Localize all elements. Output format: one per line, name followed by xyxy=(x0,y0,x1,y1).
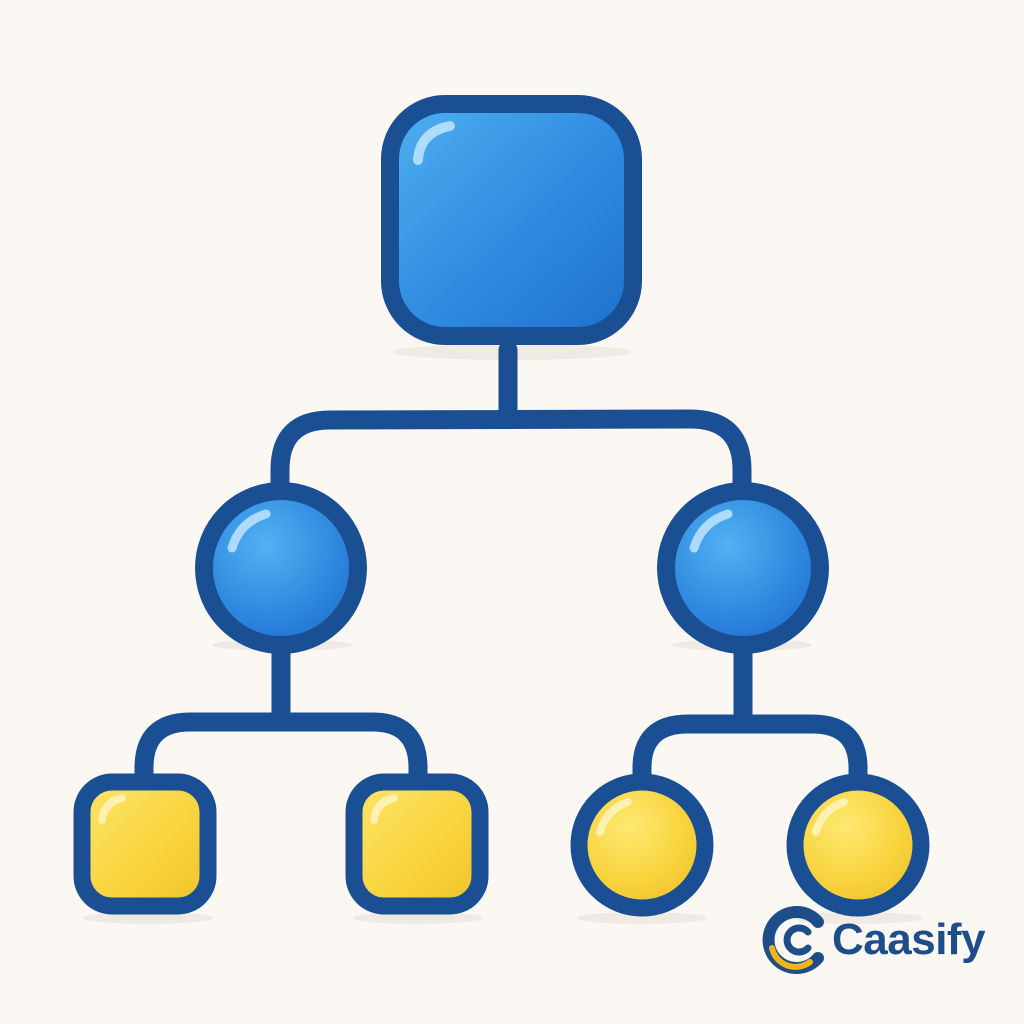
leaf-circle-2 xyxy=(786,773,930,917)
right-child-node xyxy=(657,482,829,654)
brand-watermark: Caasify xyxy=(758,900,986,980)
connector-root-to-level1 xyxy=(270,340,752,502)
connector-left-to-leaves xyxy=(134,635,428,790)
leaf-square-1 xyxy=(73,773,217,915)
caasify-c-logo-icon xyxy=(758,904,830,976)
brand-name-text: Caasify xyxy=(832,915,986,964)
leaf-circle-1 xyxy=(570,773,714,917)
leaf-square-2 xyxy=(345,773,489,915)
connector-right-to-leaves xyxy=(632,635,868,790)
root-node xyxy=(381,95,642,345)
left-child-node xyxy=(195,482,367,654)
